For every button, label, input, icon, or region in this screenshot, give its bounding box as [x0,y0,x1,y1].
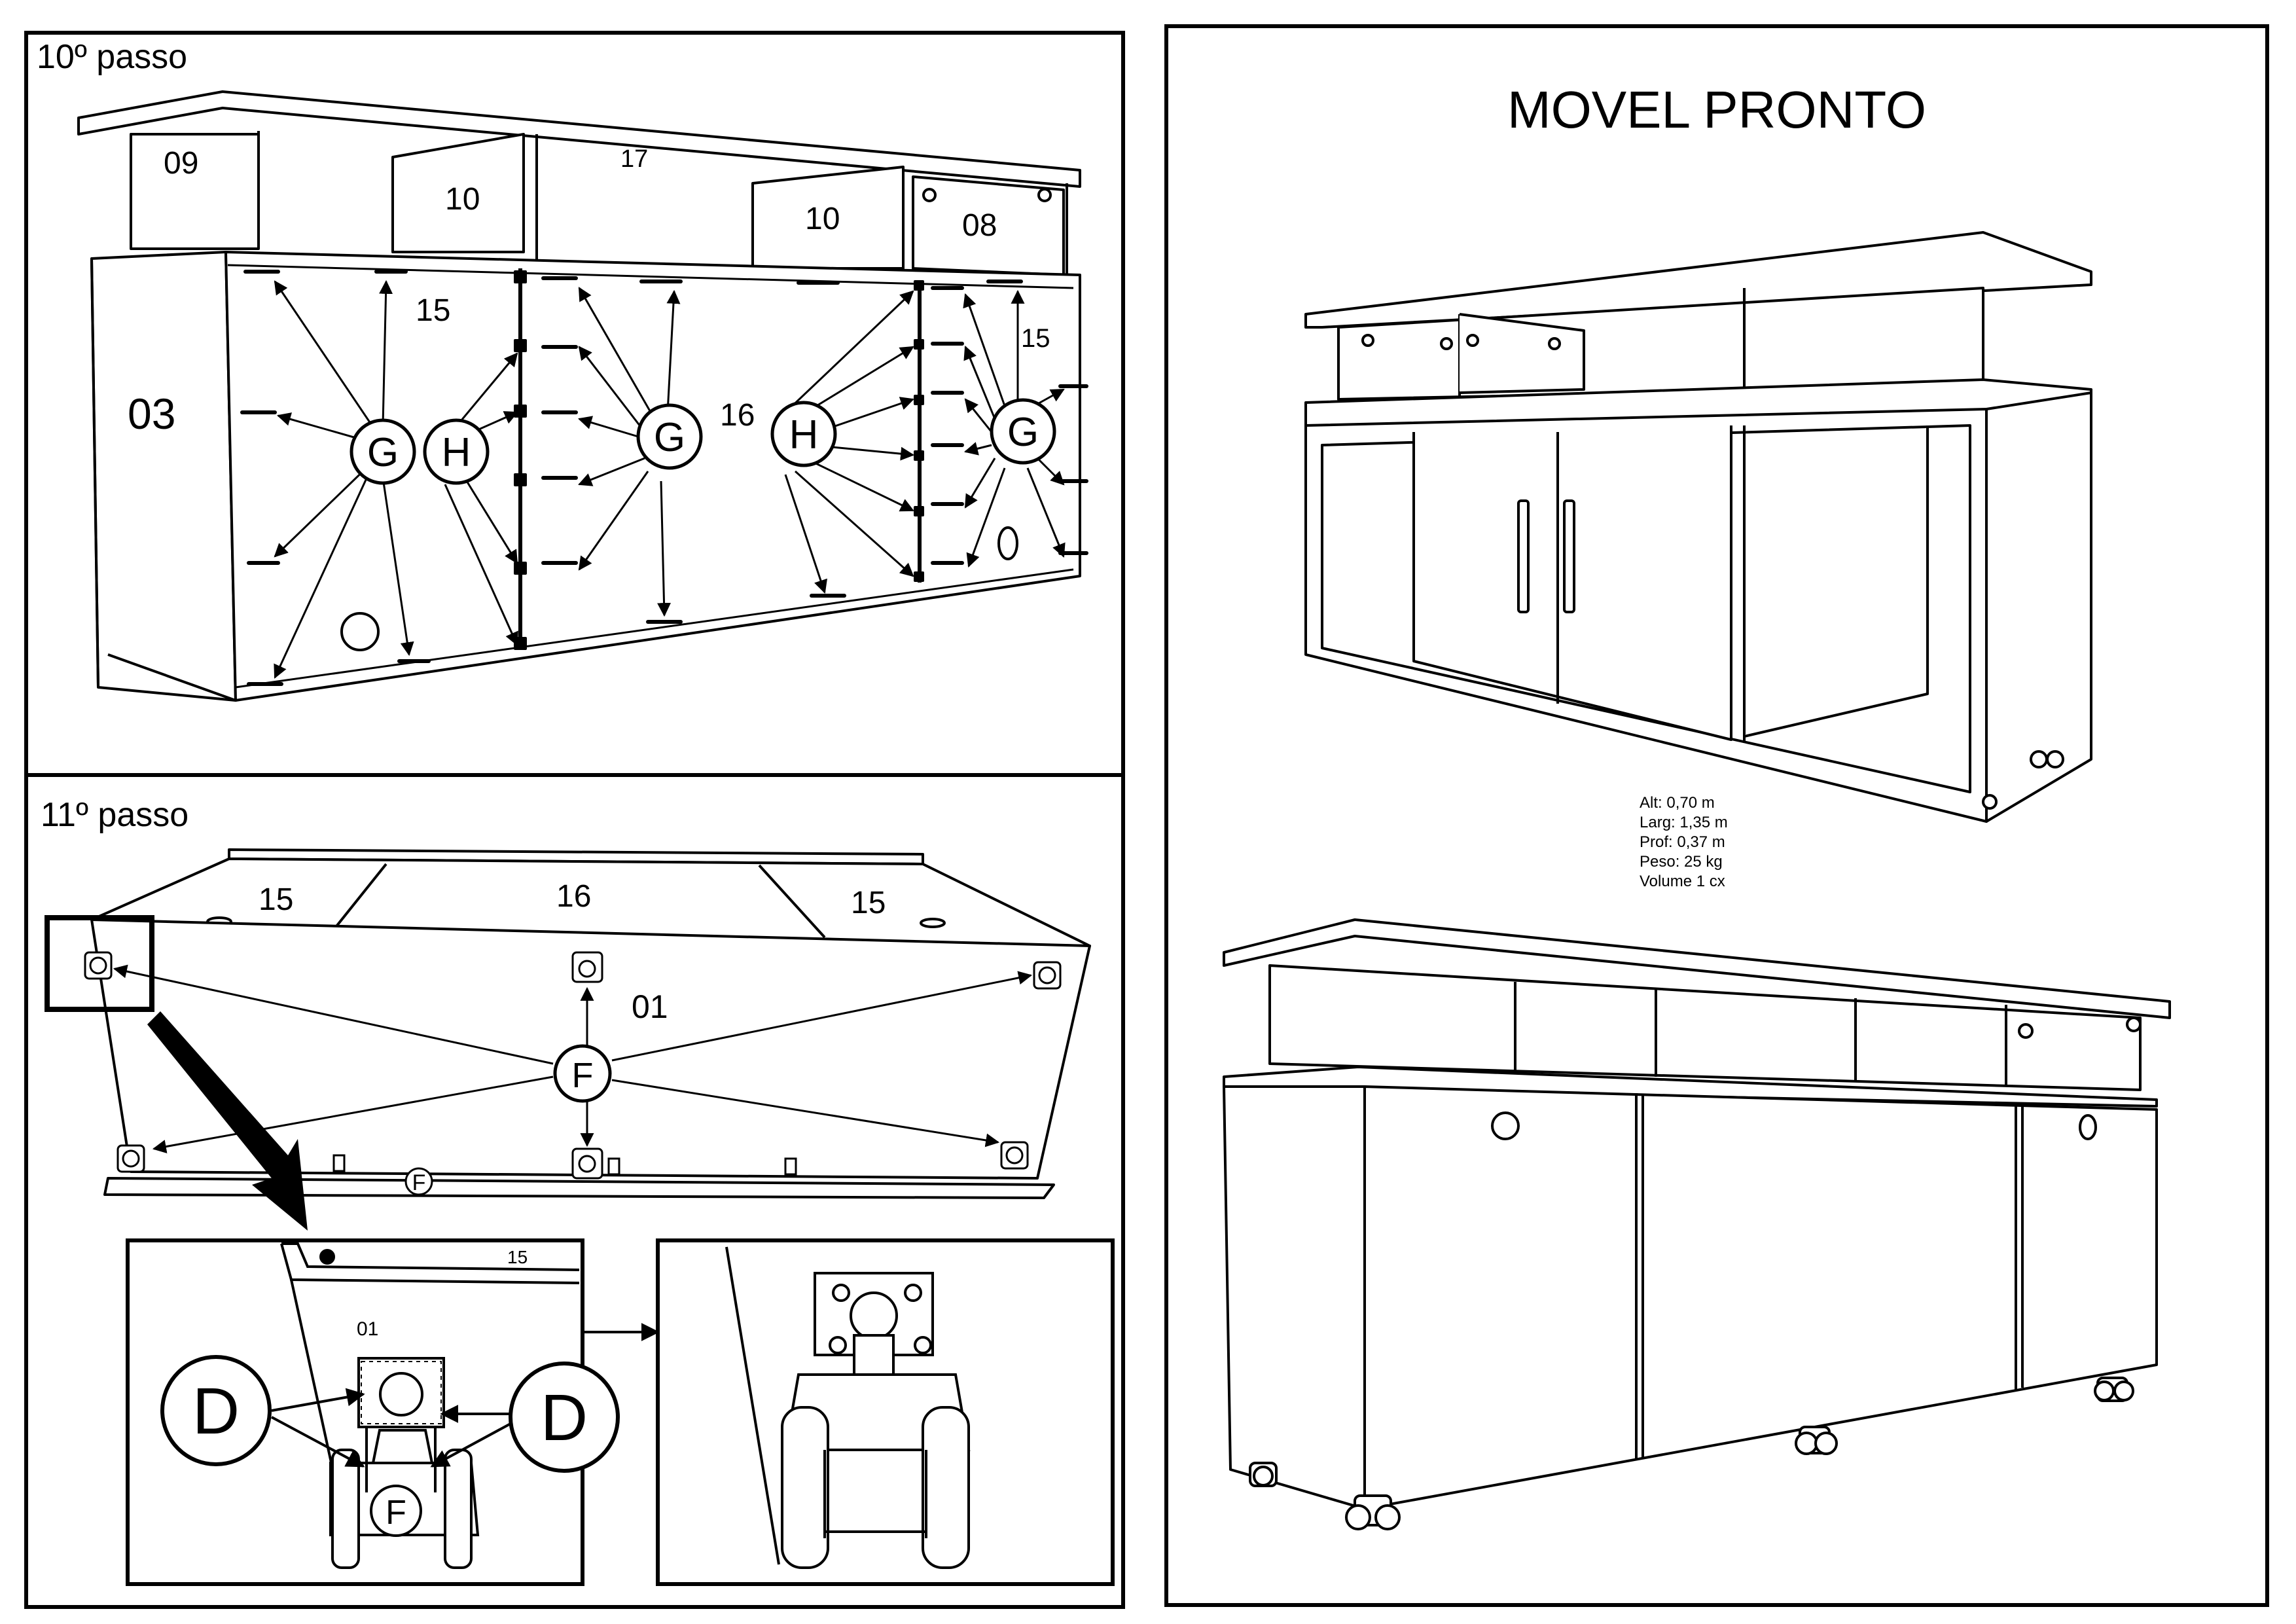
part-label-10-left: 10 [445,182,480,217]
spec-volume: Volume 1 cx [1640,873,1725,890]
part-label-15-left: 15 [416,293,450,328]
step11-fastener-circle [553,1044,612,1103]
finished-panel [1164,24,2269,1607]
finished-upper-view [1304,231,2092,823]
spec-depth: Prof: 0,37 m [1640,833,1725,851]
part-label-16: 16 [720,398,755,433]
fastener-label-f-small: F [412,1170,426,1195]
part-label-03: 03 [128,389,175,438]
part-label-08: 08 [962,208,997,243]
fastener-label-g1: G [367,430,399,475]
step11-panel [24,773,1125,1609]
detail-part-15: 15 [507,1247,528,1267]
finished-specs: Alt: 0,70 m Larg: 1,35 m Prof: 0,37 m Pe… [1640,794,1728,890]
step11-fastener-circle-small [404,1167,433,1196]
part-label-16-b: 16 [556,879,591,914]
step10-title: 10º passo [37,38,187,76]
zoom-box [45,915,154,1012]
part-label-15-b: 15 [851,886,886,920]
spec-width: Larg: 1,35 m [1640,814,1728,831]
step11-title: 11º passo [41,796,188,834]
detail-screw-label-right: D [541,1381,588,1454]
detail-screw-circle-left [160,1355,272,1466]
fastener-label-h2: H [789,412,819,458]
step10-drawing [77,90,1088,702]
part-label-10-right: 10 [805,202,840,236]
finished-lower-view [1223,918,2171,1530]
detail-fastener-circle [370,1485,422,1537]
detail-screw-label-left: D [192,1375,240,1448]
detail-screw-circle-right [509,1362,620,1473]
detail-fastener-label: F [386,1494,406,1532]
fastener-label-f: F [572,1056,594,1095]
detail-left-arrows [271,1323,660,1468]
step11-arrows [113,964,1033,1153]
finished-title: MOVEL PRONTO [1507,81,1926,139]
detail-right-drawing [725,1246,971,1569]
spec-weight: Peso: 25 kg [1640,853,1723,871]
part-label-17: 17 [620,145,648,173]
step10-fasteners [350,398,1056,485]
part-label-15-a: 15 [259,882,293,917]
fastener-label-h1: H [442,430,471,475]
part-label-01: 01 [632,988,668,1025]
step10-arrows [274,280,1066,679]
detail-part-01: 01 [357,1318,378,1340]
part-label-09: 09 [164,146,198,181]
detail-box-right [656,1238,1115,1586]
spec-height: Alt: 0,70 m [1640,794,1715,812]
step11-casters [84,951,1062,1180]
fastener-label-g2: G [654,415,685,460]
fastener-label-g3: G [1007,410,1039,455]
part-label-15-right: 15 [1021,324,1050,353]
zoom-pointer-arrow [147,1011,308,1231]
